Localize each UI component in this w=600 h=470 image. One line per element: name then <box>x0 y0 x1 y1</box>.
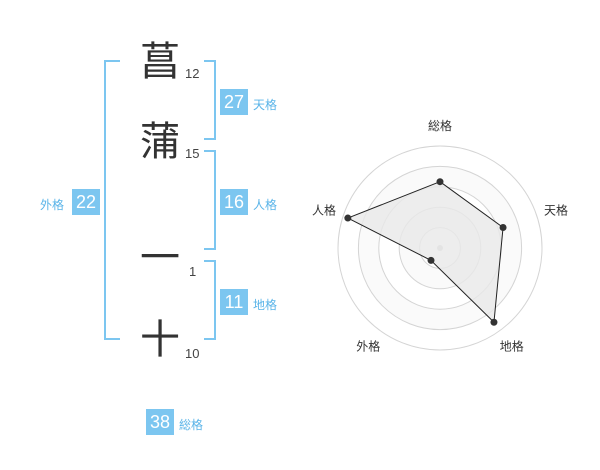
chikaku-badge: 11 <box>220 289 248 315</box>
chikaku-bracket <box>204 260 216 340</box>
radar-axis-label-4: 外格 <box>356 339 380 354</box>
name-char-3-strokes: 1 <box>189 264 197 279</box>
jinkaku-label: 人格 <box>253 198 278 212</box>
radar-points <box>344 178 507 326</box>
tenkaku-bracket <box>204 60 216 140</box>
radar-area <box>346 181 504 324</box>
gaikaku-bracket <box>104 60 120 340</box>
name-char-1: 菖 <box>140 39 180 85</box>
radar-axis-label-1: 総格 <box>428 118 452 133</box>
name-char-1-strokes: 12 <box>185 66 200 81</box>
tenkaku-label: 天格 <box>253 98 278 112</box>
radar-point-3 <box>490 318 498 326</box>
name-char-4: 十 <box>140 317 180 363</box>
name-char-2-strokes: 15 <box>185 146 200 161</box>
chikaku-label: 地格 <box>253 298 278 312</box>
radar-axis-label-5: 人格 <box>312 202 336 217</box>
radar-point-4 <box>427 256 435 264</box>
name-char-2: 蒲 <box>140 119 180 165</box>
radar-axis-label-3: 地格 <box>500 339 524 354</box>
name-char-4-strokes: 10 <box>185 346 200 361</box>
radar-point-1 <box>436 178 444 186</box>
radar-point-5 <box>344 214 352 222</box>
jinkaku-bracket <box>204 150 216 250</box>
soukaku-label: 総格 <box>179 418 204 432</box>
tenkaku-badge: 27 <box>220 89 248 115</box>
name-char-3: 一 <box>140 235 180 281</box>
radar-axis-label-2: 天格 <box>544 202 568 217</box>
gaikaku-badge: 22 <box>72 189 100 215</box>
jinkaku-badge: 16 <box>220 189 248 215</box>
radar-point-2 <box>499 224 507 232</box>
soukaku-badge: 38 <box>146 409 174 435</box>
gaikaku-label: 外格 <box>40 198 65 212</box>
